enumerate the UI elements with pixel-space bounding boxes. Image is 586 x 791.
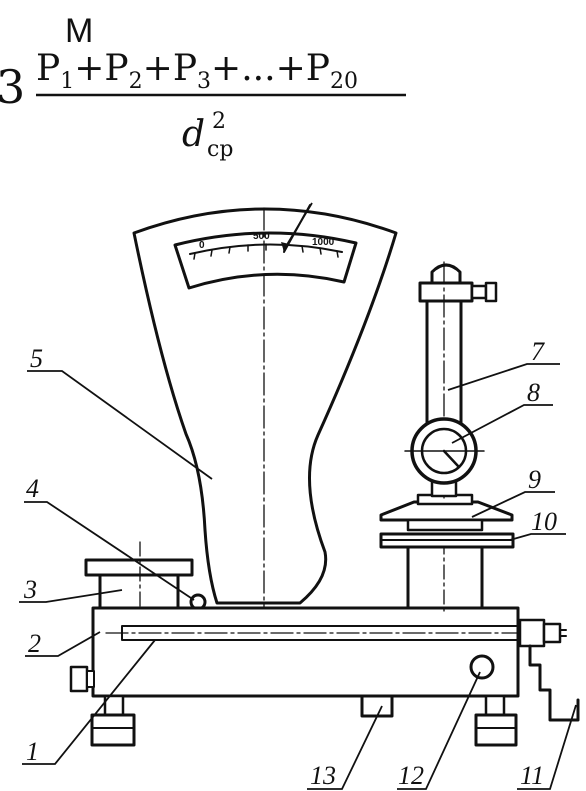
leader-lines	[19, 202, 577, 790]
denominator-base: d	[182, 114, 205, 155]
column-screw	[470, 284, 488, 300]
bracket-11	[528, 644, 580, 722]
callout-1: 1	[26, 737, 39, 766]
svg-text:P1+P2+P3+...+P20: P1+P2+P3+...+P20	[36, 48, 358, 94]
term-1-sub: 1	[60, 69, 74, 94]
foot-right	[474, 713, 518, 747]
table-top	[84, 558, 194, 577]
formula-denominator: d 2 cp	[182, 109, 233, 162]
callout-5: 5	[30, 344, 43, 373]
callout-3: 3	[23, 575, 37, 604]
device-drawing: 0 500 1000	[69, 204, 580, 747]
foot-left	[90, 713, 136, 747]
callout-12: 12	[398, 761, 424, 790]
term-2-sub: 2	[129, 69, 143, 94]
dial-tick-500: 500	[253, 231, 270, 242]
plus-3: +	[211, 48, 241, 89]
stage-9	[379, 500, 514, 522]
side-screw-cap	[542, 622, 562, 644]
dial-tick-0: 0	[199, 240, 205, 251]
term-20-base: P	[306, 48, 330, 89]
formula-coefficient: 3	[0, 60, 25, 114]
denominator-sup: 2	[212, 109, 226, 134]
callout-11: 11	[520, 761, 544, 790]
gauge-housing	[132, 207, 398, 605]
plus-4: +	[276, 48, 306, 89]
term-ellipsis: ...	[241, 48, 275, 89]
callout-10: 10	[531, 507, 557, 536]
left-screw	[69, 665, 89, 693]
base-body	[91, 606, 520, 698]
formula-numerator: P1+P2+P3+...+P20	[36, 48, 358, 94]
header-letter: М	[65, 12, 93, 50]
column-base	[406, 543, 484, 610]
svg-text:d: d	[182, 114, 205, 155]
side-screw	[518, 618, 546, 648]
plus-1: +	[74, 48, 104, 89]
callout-13: 13	[310, 761, 336, 790]
formula: М 3 P1+P2+P3+...+P20 d 2 cp	[0, 12, 406, 162]
term-2-base: P	[104, 48, 128, 89]
callout-7: 7	[531, 337, 545, 366]
foot-right-stem	[484, 694, 506, 717]
term-1-base: P	[36, 48, 60, 89]
dial-tick-1000: 1000	[312, 237, 335, 248]
denominator-sub: cp	[207, 137, 233, 162]
callout-4: 4	[26, 474, 39, 503]
foot-13	[360, 694, 394, 718]
term-3-base: P	[173, 48, 197, 89]
callout-2: 2	[28, 629, 41, 658]
plus-2: +	[143, 48, 173, 89]
column-top	[418, 281, 474, 303]
callout-8: 8	[527, 378, 540, 407]
callout-9: 9	[528, 465, 541, 494]
knob-12	[469, 654, 495, 680]
term-3-sub: 3	[197, 69, 211, 94]
column-cap	[430, 263, 462, 285]
callouts: 5 4 3 2 1 7 8 9 10 13 12 11	[23, 337, 557, 790]
term-20-sub: 20	[330, 69, 358, 94]
